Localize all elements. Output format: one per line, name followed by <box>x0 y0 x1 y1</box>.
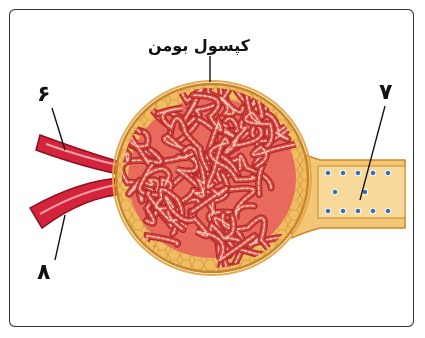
tubule-cell-nucleus <box>370 208 376 214</box>
leader-line-8 <box>55 215 65 260</box>
tubule-cell-nucleus <box>340 170 346 176</box>
label-7: ۷ <box>379 80 392 105</box>
tubule-cell-nucleus <box>355 170 361 176</box>
tubule-cell-nucleus <box>325 170 331 176</box>
label-6: ۶ <box>37 82 50 107</box>
tubule-cell-nucleus <box>385 170 391 176</box>
tubule-cell-nucleus <box>325 208 331 214</box>
tubule-cell-nucleus <box>370 170 376 176</box>
tubule-cell-nucleus <box>355 208 361 214</box>
tubule-cell-nucleus <box>385 208 391 214</box>
label-8: ۸ <box>37 260 50 285</box>
label-bowman-capsule: کپسول بومن <box>148 36 250 55</box>
tubule-cell-nucleus <box>332 189 338 195</box>
tubule-cell-nucleus <box>340 208 346 214</box>
capillary-tuft <box>68 68 323 331</box>
